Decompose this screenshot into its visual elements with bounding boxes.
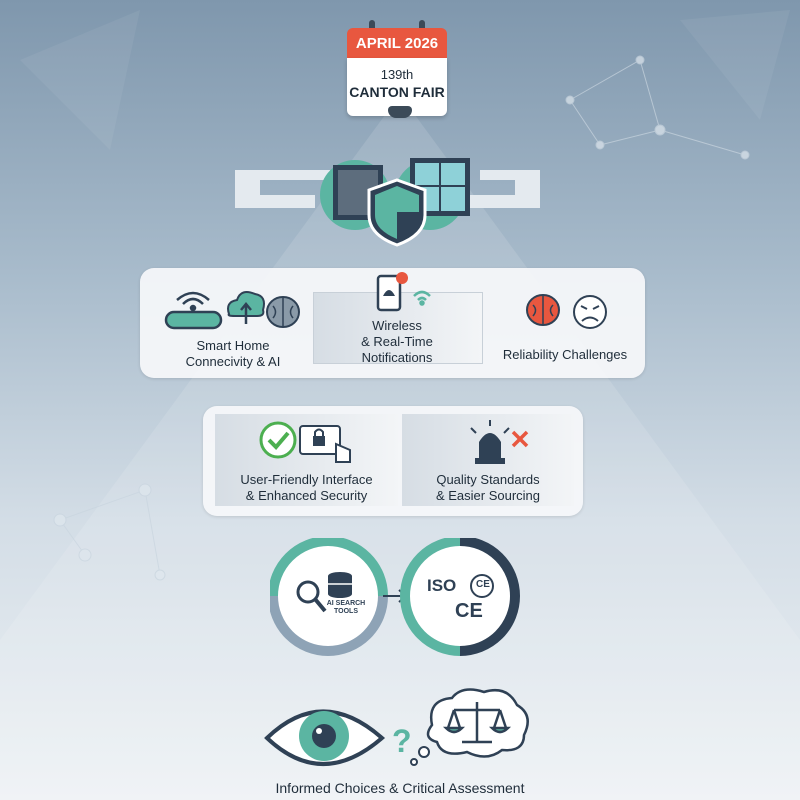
- ai-search-circle: [270, 538, 388, 656]
- ai-brain-icon: [266, 296, 300, 328]
- informed-choices-illustration: ?: [264, 688, 529, 766]
- eye-icon: [264, 709, 386, 766]
- magnifier-icon: [296, 580, 327, 613]
- iso-label: ISO: [427, 576, 457, 595]
- x-mark-icon: [511, 430, 529, 448]
- lock-touch-icon: [299, 425, 351, 463]
- standards-icons: [470, 420, 529, 464]
- bracket-shape: [235, 170, 540, 208]
- wireless-notification-icons: [376, 272, 431, 312]
- brain-icon: [526, 294, 560, 326]
- certification-circle: [400, 538, 520, 656]
- checkmark-icon: [259, 421, 297, 459]
- event-calendar: APRIL 2026 139th CANTON FAIR: [347, 18, 447, 116]
- door-window-security-illustration: [235, 158, 540, 247]
- question-mark-icon: ?: [392, 723, 412, 759]
- wifi-icon: [413, 290, 431, 306]
- feature-label-smart-home: Smart Home Connecivity & AI: [185, 338, 281, 369]
- calendar-month: APRIL 2026: [347, 28, 447, 58]
- calendar-edition: 139th: [380, 67, 414, 82]
- ce-badge-icon: [470, 574, 494, 598]
- ai-search-tools-label: AI SEARCH TOOLS: [326, 600, 366, 615]
- calendar-event: CANTON FAIR: [349, 84, 445, 100]
- search-to-certification-illustration: [270, 538, 520, 656]
- cloud-upload-icon: [227, 291, 265, 324]
- frustrated-face-icon: [573, 295, 607, 329]
- feature-label-reliability: Reliability Challenges: [502, 347, 628, 362]
- security-icons: [259, 421, 351, 463]
- smartphone-notification-icon: [376, 272, 408, 312]
- spotlight-lamp-icon: [388, 106, 412, 118]
- feature-label-security: User-Friendly Interface & Enhanced Secur…: [240, 472, 373, 503]
- balance-scale-icon: [442, 702, 512, 744]
- feature-label-wireless: Wireless & Real-Time Notifications: [361, 318, 433, 365]
- reliability-icons: [526, 294, 607, 329]
- wifi-router-icon: [164, 291, 223, 330]
- alarm-light-icon: [470, 420, 510, 464]
- database-icon: [328, 572, 352, 598]
- ce-badge-label: CE: [476, 579, 490, 590]
- feature-label-standards: Quality Standards & Easier Sourcing: [435, 472, 541, 503]
- smart-home-icons: [164, 291, 300, 330]
- ce-mark-label: CE: [455, 600, 483, 622]
- footer-caption: Informed Choices & Critical Assessment: [275, 780, 525, 796]
